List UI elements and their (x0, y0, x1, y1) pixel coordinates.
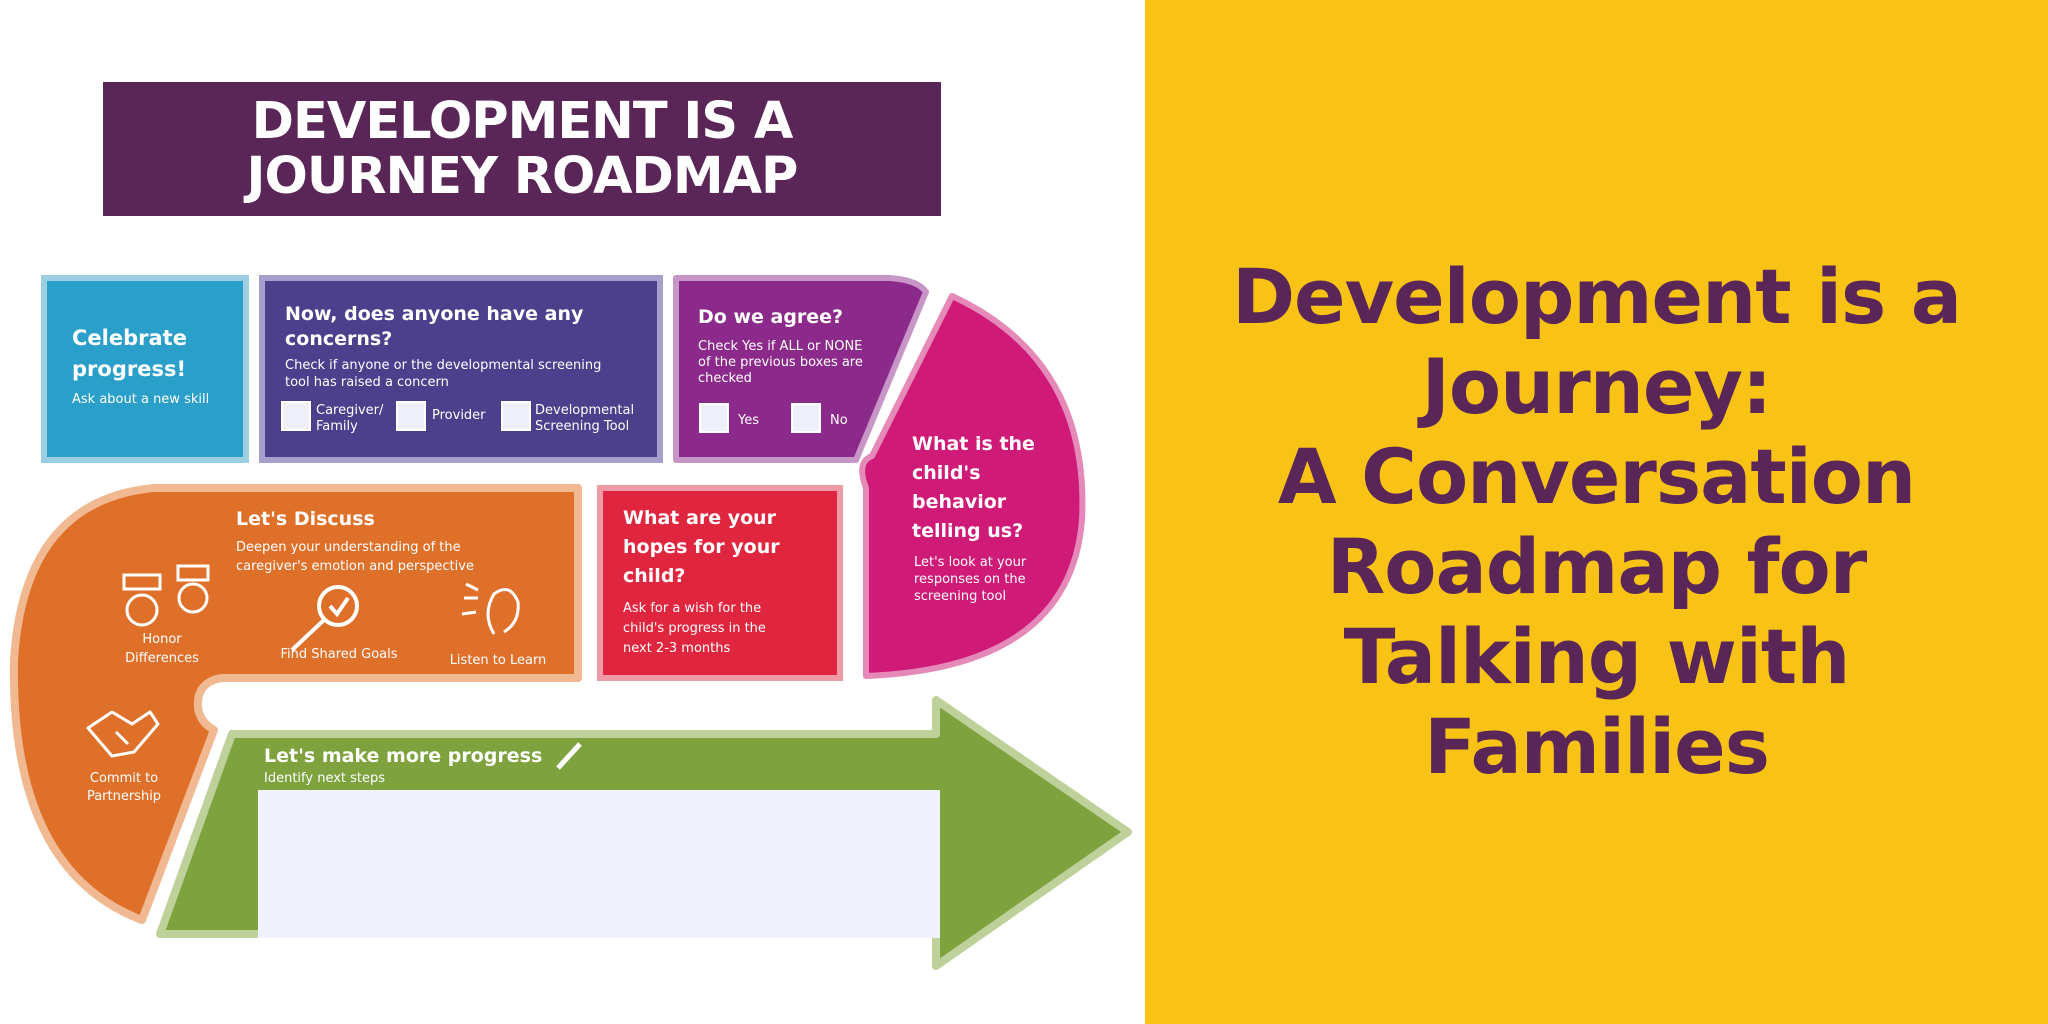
concerns-title-2: concerns? (285, 328, 392, 350)
commit-label-2: Partnership (87, 789, 161, 804)
headline-line-5: Talking with (1343, 612, 1851, 701)
celebrate-title-1: Celebrate (72, 326, 187, 350)
roadmap-diagram: Celebrate progress! Ask about a new skil… (9, 275, 1132, 970)
behavior-title-1: What is the (912, 433, 1035, 455)
hopes-body-1: Ask for a wish for the (623, 601, 761, 616)
behavior-step: What is the child's behavior telling us?… (859, 293, 1086, 679)
handshake-icon (86, 710, 160, 758)
behavior-body-2: responses on the (914, 572, 1026, 587)
shared-goals-label: Find Shared Goals (280, 647, 397, 662)
discuss-body-2: caregiver's emotion and perspective (236, 559, 474, 574)
behavior-body-3: screening tool (914, 589, 1006, 604)
screening-tool-label-1: Developmental (535, 403, 634, 418)
no-checkbox[interactable] (791, 403, 821, 433)
progress-subtitle: Identify next steps (264, 771, 385, 786)
listen-label: Listen to Learn (450, 653, 547, 668)
celebrate-body: Ask about a new skill (72, 392, 209, 407)
magnifier-icon (290, 585, 359, 652)
progress-title: Let's make more progress (264, 745, 542, 767)
screening-tool-checkbox[interactable] (501, 401, 531, 431)
hopes-step: What are your hopes for your child? Ask … (597, 485, 843, 681)
title-panel (1145, 0, 2048, 1024)
hopes-title-1: What are your (623, 507, 777, 529)
celebrate-title-2: progress! (72, 357, 186, 381)
commit-label-1: Commit to (90, 771, 158, 786)
hopes-body-3: next 2-3 months (623, 641, 730, 656)
concerns-body-1: Check if anyone or the developmental scr… (285, 358, 601, 373)
page-headline: Development is a Journey: A Conversation… (1165, 252, 2028, 792)
hopes-body-2: child's progress in the (623, 621, 766, 636)
celebrate-step: Celebrate progress! Ask about a new skil… (41, 275, 249, 463)
agree-body-1: Check Yes if ALL or NONE (698, 339, 862, 354)
banner-line-1: DEVELOPMENT IS A (251, 92, 794, 151)
pencil-icon (556, 742, 582, 770)
concerns-body-2: tool has raised a concern (285, 375, 449, 390)
agree-body-2: of the previous boxes are (698, 355, 863, 370)
behavior-title-4: telling us? (912, 520, 1023, 542)
agree-step: Do we agree? Check Yes if ALL or NONE of… (673, 275, 929, 463)
banner-line-2: JOURNEY ROADMAP (246, 147, 799, 206)
discuss-body-1: Deepen your understanding of the (236, 540, 461, 555)
concerns-step: Now, does anyone have any concerns? Chec… (259, 275, 663, 463)
honor-label-2: Differences (125, 651, 199, 666)
agree-title: Do we agree? (698, 306, 843, 328)
progress-arrow: Let's make more progress Identify next s… (156, 696, 1132, 970)
yes-label: Yes (737, 413, 759, 428)
provider-checkbox[interactable] (396, 401, 426, 431)
headline-line-2: Journey: (1421, 342, 1773, 431)
behavior-title-3: behavior (912, 491, 1007, 513)
provider-label: Provider (432, 408, 486, 423)
discuss-step: Let's Discuss Deepen your understanding … (9, 484, 582, 924)
hopes-title-3: child? (623, 565, 685, 587)
headline-line-4: Roadmap for (1326, 522, 1868, 611)
caregiver-label-1: Caregiver/ (316, 403, 384, 418)
ear-icon (461, 582, 520, 635)
next-steps-box[interactable] (258, 790, 940, 938)
headline-line-1: Development is a (1231, 252, 1962, 341)
no-label: No (830, 413, 848, 428)
behavior-title-2: child's (912, 462, 981, 484)
honor-differences-icon (122, 564, 210, 627)
discuss-title: Let's Discuss (236, 508, 375, 530)
headline-line-6: Families (1424, 702, 1770, 791)
caregiver-checkbox[interactable] (281, 401, 311, 431)
screening-tool-label-2: Screening Tool (535, 419, 629, 434)
behavior-body-1: Let's look at your (914, 555, 1027, 570)
honor-label-1: Honor (142, 632, 182, 647)
roadmap-banner: DEVELOPMENT IS A JOURNEY ROADMAP (103, 82, 941, 216)
yes-checkbox[interactable] (699, 403, 729, 433)
concerns-title-1: Now, does anyone have any (285, 303, 584, 325)
headline-line-3: A Conversation (1277, 432, 1916, 521)
agree-body-3: checked (698, 371, 752, 386)
caregiver-label-2: Family (316, 419, 358, 434)
hopes-title-2: hopes for your (623, 536, 780, 558)
